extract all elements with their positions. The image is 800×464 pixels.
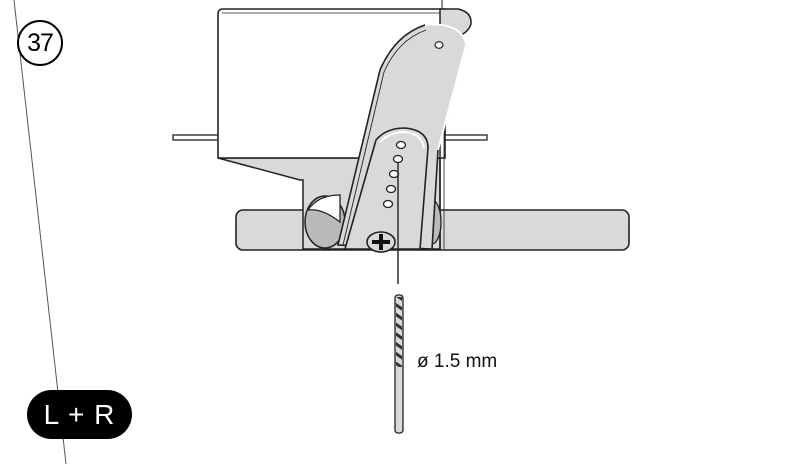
servo-mount-tab-left [172, 134, 220, 141]
grommet-left [304, 194, 346, 249]
horn-hole-5 [382, 199, 394, 209]
step-number-badge: 37 [17, 20, 63, 66]
horn-tip-hole [434, 41, 444, 49]
drill-bit-icon [394, 294, 404, 434]
horn-hole-2 [392, 154, 404, 164]
servo-mount-tab-right [441, 134, 488, 141]
drill-size-label: ø 1.5 mm [417, 351, 498, 372]
horn-hole-1 [395, 140, 407, 150]
horn-hole-3 [388, 169, 400, 179]
horn-arm [343, 127, 429, 250]
side-indicator-badge: L + R [27, 390, 132, 439]
mounting-screw-icon [366, 231, 396, 253]
page-fold-line [13, 0, 67, 464]
horn-hole-4 [385, 184, 397, 194]
